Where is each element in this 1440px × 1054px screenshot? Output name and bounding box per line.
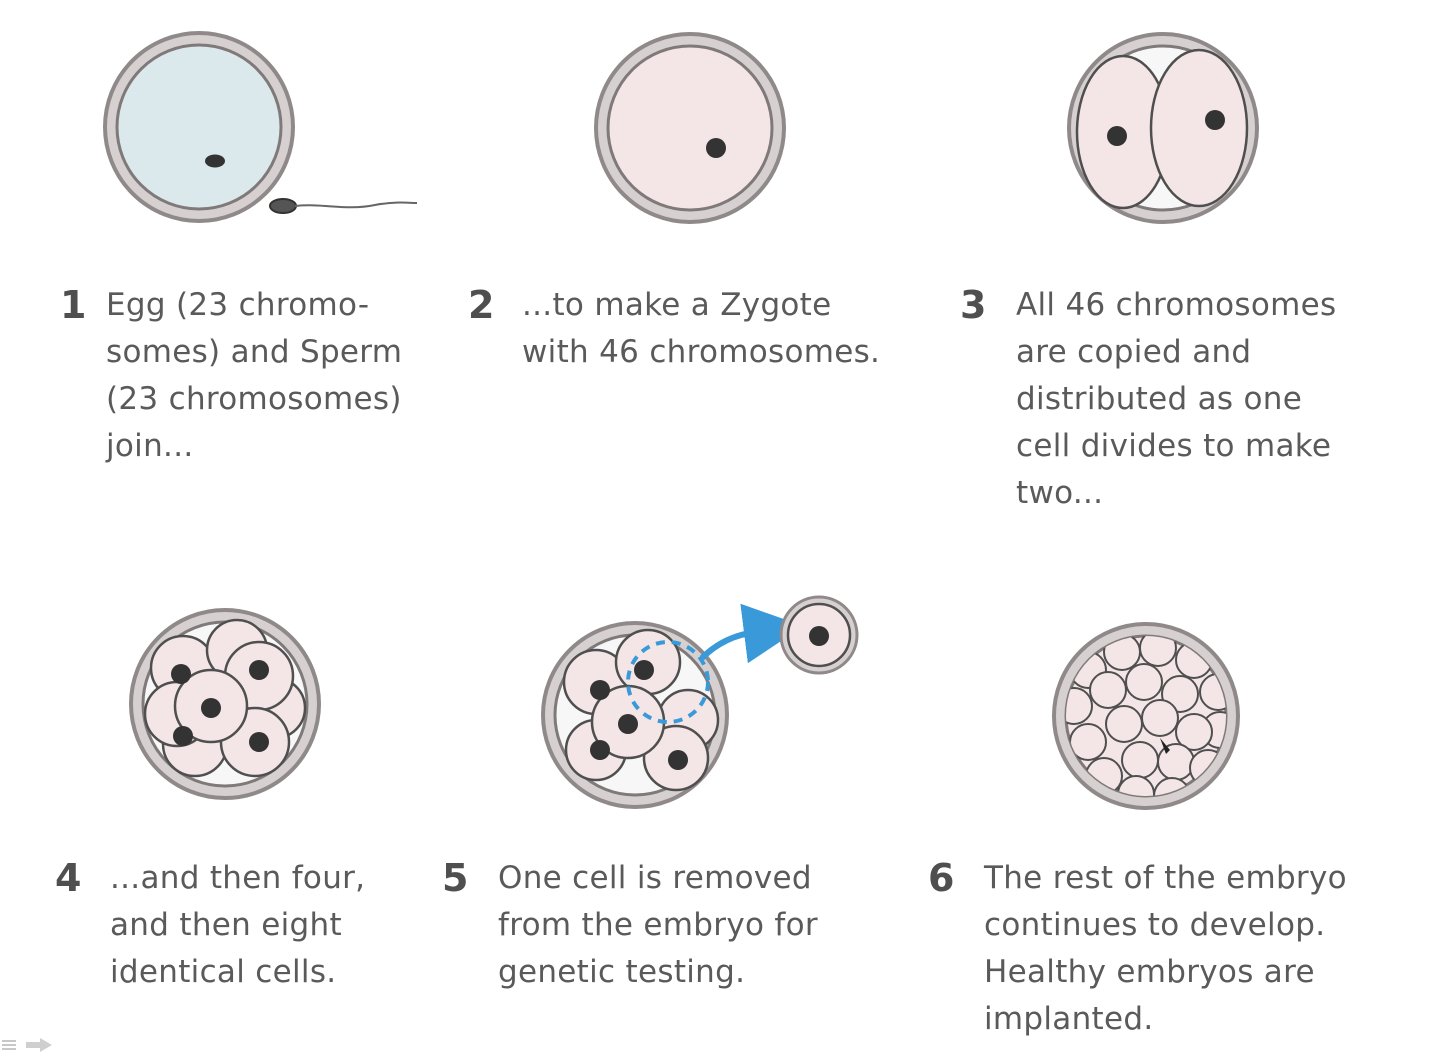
removal-arrow [699, 603, 804, 664]
step-line: (23 chromosomes) [106, 381, 402, 417]
step-line: Egg (23 chromo- [106, 287, 370, 323]
step-line: from the embryo for [498, 907, 818, 943]
cell [1121, 741, 1159, 779]
blastocyst-illustration [1052, 622, 1240, 810]
step-6: 6 The rest of the embryo continues to de… [928, 855, 1347, 1043]
step-line: identical cells. [110, 954, 337, 990]
step-1: 1 Egg (23 chromo- somes) and Sperm (23 c… [60, 282, 402, 470]
step-description: All 46 chromosomes are copied and distri… [1016, 282, 1336, 517]
egg-and-sperm-illustration [103, 31, 418, 223]
step-line: ...and then four, [110, 860, 366, 896]
cell-right [1149, 48, 1249, 208]
egg-cell [115, 43, 283, 211]
zygote-illustration [594, 32, 786, 224]
cell [1125, 663, 1163, 701]
step-line: All 46 chromosomes [1016, 287, 1337, 323]
nucleus [618, 714, 638, 734]
step-line: join... [106, 428, 194, 464]
nucleus [668, 750, 688, 770]
step-description: One cell is removed from the embryo for … [498, 855, 818, 996]
step-number: 3 [960, 283, 987, 327]
sperm-head [269, 198, 297, 214]
step-line: somes) and Sperm [106, 334, 403, 370]
egg-nucleus [205, 154, 225, 168]
removed-cell-outline [626, 640, 710, 724]
cell [1105, 705, 1143, 743]
step-line: Healthy embryos are [984, 954, 1315, 990]
removed-cell-nucleus [809, 626, 829, 646]
nucleus [171, 664, 191, 684]
sperm-tail [294, 201, 418, 209]
biopsy-illustration [541, 595, 859, 809]
nucleus [249, 660, 269, 680]
step-description: ...to make a Zygote with 46 chromosomes. [522, 282, 880, 376]
menu-icon[interactable] [2, 1040, 16, 1050]
step-2: 2 ...to make a Zygote with 46 chromosome… [468, 282, 880, 376]
cell [1089, 671, 1127, 709]
two-cell-illustration [1067, 32, 1259, 224]
step-description: ...and then four, and then eight identic… [110, 855, 365, 996]
step-line: One cell is removed [498, 860, 812, 896]
eight-cell-illustration [129, 608, 321, 800]
arrow-right-icon[interactable] [26, 1038, 52, 1052]
nucleus [173, 726, 193, 746]
step-line: and then eight [110, 907, 342, 943]
cell [1157, 743, 1195, 781]
cell [1141, 699, 1179, 737]
step-line: cell divides to make [1016, 428, 1332, 464]
step-line: The rest of the embryo [984, 860, 1347, 896]
nucleus [590, 680, 610, 700]
zygote-cell [606, 44, 774, 212]
step-5: 5 One cell is removed from the embryo fo… [442, 855, 818, 996]
nucleus [634, 660, 654, 680]
step-number: 5 [442, 856, 469, 900]
step-4: 4 ...and then four, and then eight ident… [55, 855, 365, 996]
cell [1139, 636, 1177, 667]
nucleus [590, 740, 610, 760]
step-line: ...to make a Zygote [522, 287, 832, 323]
step-number: 1 [60, 283, 87, 327]
step-line: genetic testing. [498, 954, 746, 990]
nucleus [249, 732, 269, 752]
step-line: are copied and [1016, 334, 1252, 370]
step-line: two... [1016, 475, 1104, 511]
step-number: 2 [468, 283, 495, 327]
step-line: distributed as one [1016, 381, 1303, 417]
cursor-mark [1160, 738, 1170, 754]
step-3: 3 All 46 chromosomes are copied and dist… [960, 282, 1336, 517]
step-line: with 46 chromosomes. [522, 334, 881, 370]
nucleus-right [1205, 110, 1225, 130]
cell [1175, 713, 1213, 751]
step-line: continues to develop. [984, 907, 1326, 943]
nucleus-left [1107, 126, 1127, 146]
cell [1153, 777, 1191, 796]
step-number: 4 [55, 856, 82, 900]
step-description: The rest of the embryo continues to deve… [984, 855, 1347, 1043]
step-number: 6 [928, 856, 955, 900]
step-line: implanted. [984, 1001, 1154, 1037]
nucleus [201, 698, 221, 718]
step-description: Egg (23 chromo- somes) and Sperm (23 chr… [106, 282, 402, 470]
zygote-nucleus [706, 138, 726, 158]
slide-nav-arrows[interactable] [0, 1036, 56, 1054]
cell [1066, 687, 1093, 725]
